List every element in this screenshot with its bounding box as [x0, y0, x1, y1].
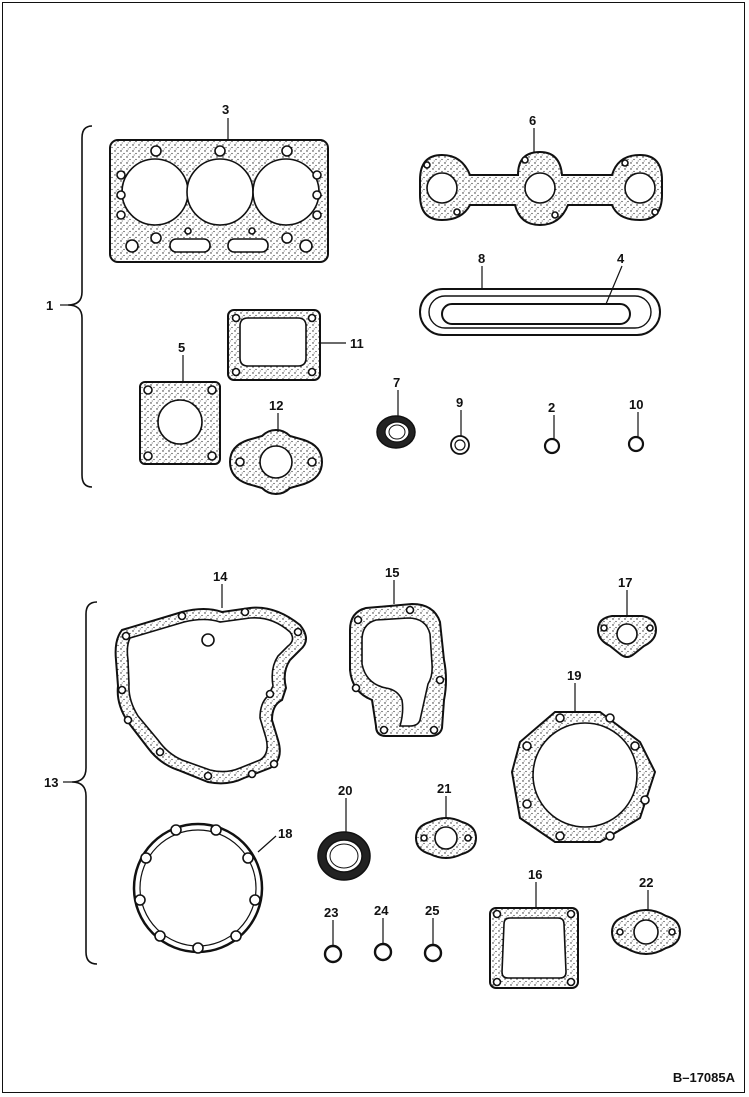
leader-lines — [60, 118, 649, 946]
callout-17: 17 — [618, 575, 632, 590]
part-16-cover-gasket — [489, 907, 579, 989]
callout-5: 5 — [178, 340, 185, 355]
part-3-head-gasket — [109, 139, 329, 263]
callout-9: 9 — [456, 395, 463, 410]
part-20-seal — [317, 831, 371, 881]
callout-2: 2 — [548, 400, 555, 415]
part-6-manifold-gasket — [419, 150, 663, 227]
callout-23: 23 — [324, 905, 338, 920]
part-9-ring — [450, 435, 470, 455]
figure-code: B–17085A — [672, 1070, 735, 1085]
callout-13: 13 — [44, 775, 58, 790]
part-17-gasket — [596, 615, 658, 658]
callout-18: 18 — [278, 826, 292, 841]
part-4-seal — [441, 303, 631, 325]
part-21-flange-gasket — [414, 816, 478, 860]
callout-7: 7 — [393, 375, 400, 390]
part-15-water-pump-gasket — [349, 602, 447, 737]
callout-12: 12 — [269, 398, 283, 413]
part-2-o-ring — [543, 437, 561, 455]
callout-15: 15 — [385, 565, 399, 580]
callout-6: 6 — [529, 113, 536, 128]
callout-19: 19 — [567, 668, 581, 683]
callout-20: 20 — [338, 783, 352, 798]
part-11-gasket — [227, 309, 321, 381]
part-19-gasket — [510, 711, 657, 843]
callout-16: 16 — [528, 867, 542, 882]
part-23-o-ring — [323, 944, 343, 964]
part-8-valve-cover-gasket — [419, 288, 661, 336]
callout-22: 22 — [639, 875, 653, 890]
part-22-flange-gasket — [610, 908, 682, 956]
callout-3: 3 — [222, 102, 229, 117]
callout-14: 14 — [213, 569, 228, 584]
part-18-ring-gasket — [132, 822, 264, 954]
bracket-group-13 — [71, 601, 98, 965]
part-12-flange-gasket — [228, 428, 324, 496]
callout-21: 21 — [437, 781, 451, 796]
part-25-o-ring — [423, 943, 443, 963]
callout-8: 8 — [478, 251, 485, 266]
part-5-gasket — [139, 381, 221, 465]
callout-11: 11 — [350, 336, 364, 351]
bracket-group-1 — [67, 125, 93, 488]
part-24-o-ring — [373, 942, 393, 962]
callout-1: 1 — [46, 298, 53, 313]
callout-24: 24 — [374, 903, 389, 918]
callout-4: 4 — [617, 251, 625, 266]
callout-10: 10 — [629, 397, 643, 412]
callout-25: 25 — [425, 903, 439, 918]
part-7-oil-seal — [376, 415, 416, 449]
part-14-gear-case-gasket — [114, 606, 307, 785]
part-10-o-ring — [627, 435, 645, 453]
callout-labels: 1 2 3 4 5 6 7 8 9 10 11 12 13 14 15 16 1… — [44, 102, 653, 920]
